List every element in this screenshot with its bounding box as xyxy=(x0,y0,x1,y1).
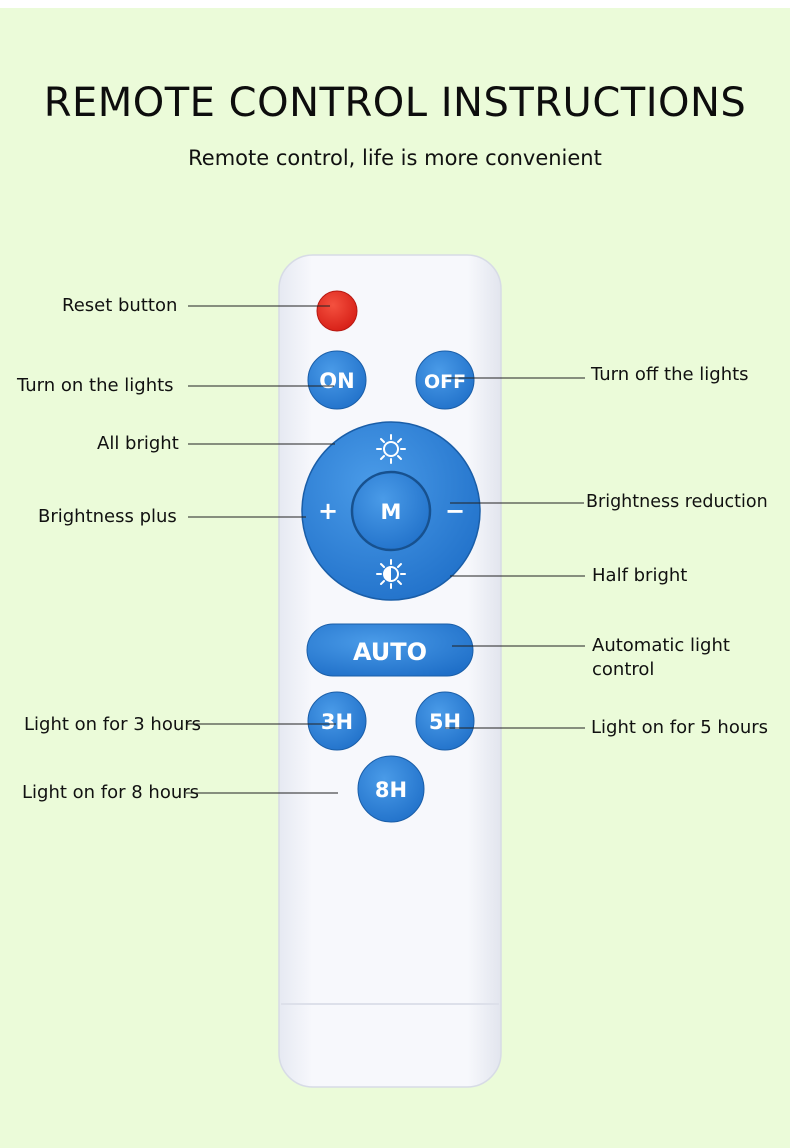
auto-button[interactable]: AUTO xyxy=(306,623,474,677)
mode-button[interactable]: M xyxy=(381,500,402,524)
timer-5h-label: 5H xyxy=(429,710,461,734)
label-turn-on: Turn on the lights xyxy=(17,375,174,396)
off-button[interactable]: OFF xyxy=(415,350,475,410)
label-all-bright: All bright xyxy=(97,433,179,454)
auto-button-label: AUTO xyxy=(353,638,427,666)
label-auto-line1: Automatic light xyxy=(592,635,730,656)
sun-icon-top[interactable] xyxy=(376,434,406,464)
label-turn-off: Turn off the lights xyxy=(591,364,749,385)
timer-3h-label: 3H xyxy=(321,710,353,734)
timer-5h-button[interactable]: 5H xyxy=(415,691,475,751)
timer-8h-label: 8H xyxy=(375,778,407,802)
off-button-label: OFF xyxy=(424,371,466,393)
label-5h: Light on for 5 hours xyxy=(591,717,769,738)
leader-lines xyxy=(186,305,585,794)
on-button-label: ON xyxy=(319,369,354,393)
label-brightness-plus: Brightness plus xyxy=(38,506,177,527)
timer-8h-button[interactable]: 8H xyxy=(357,755,425,823)
label-half-bright: Half bright xyxy=(592,565,688,586)
minus-button[interactable]: − xyxy=(445,497,465,525)
page-title: REMOTE CONTROL INSTRUCTIONS xyxy=(43,80,747,126)
timer-3h-button[interactable]: 3H xyxy=(307,691,367,751)
brightness-dial xyxy=(301,421,481,601)
page-subtitle: Remote control, life is more convenient xyxy=(188,146,602,170)
label-8h: Light on for 8 hours xyxy=(22,782,200,803)
sun-icon-bottom[interactable] xyxy=(376,559,406,589)
label-brightness-reduction: Brightness reduction xyxy=(586,492,768,512)
plus-button[interactable]: + xyxy=(318,497,338,525)
reset-button[interactable] xyxy=(316,290,358,332)
label-auto-line2: control xyxy=(592,659,655,680)
label-reset: Reset button xyxy=(62,295,178,316)
label-3h: Light on for 3 hours xyxy=(24,714,202,735)
on-button[interactable]: ON xyxy=(307,350,367,410)
